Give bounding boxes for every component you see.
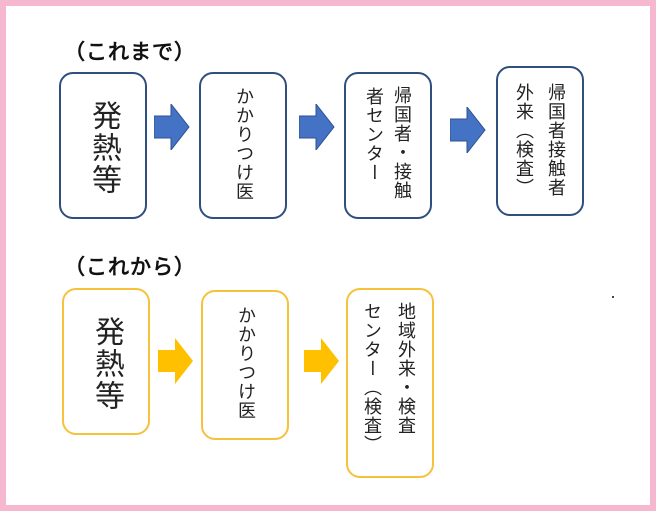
before-arrow-1 xyxy=(154,104,190,150)
after-box-doctor: かかりつけ医 xyxy=(201,290,289,440)
after-arrow-2 xyxy=(304,338,339,384)
before-box-doctor: かかりつけ医 xyxy=(199,72,287,219)
after-box-center-col2: センター（検査） xyxy=(361,302,382,454)
after-box-center-col1: 地域外来・検査 xyxy=(395,302,416,435)
before-box-clinic-col2: 外来（検査） xyxy=(513,83,534,197)
before-arrow-2 xyxy=(299,104,335,150)
before-heading: （これまで） xyxy=(64,40,196,64)
before-box-fever: 発熱等 xyxy=(59,72,147,219)
before-box-doctor-text: かかりつけ医 xyxy=(233,87,254,201)
before-box-center-col1: 帰国者・接触 xyxy=(391,86,412,200)
stray-dot xyxy=(612,296,614,298)
before-box-clinic: 帰国者接触者 外来（検査） xyxy=(496,66,584,216)
before-box-fever-text: 発熱等 xyxy=(86,100,121,196)
after-heading: （これから） xyxy=(64,255,196,279)
after-box-fever-text: 発熱等 xyxy=(89,316,124,412)
after-box-fever: 発熱等 xyxy=(62,288,150,435)
after-box-center: 地域外来・検査 センター（検査） xyxy=(346,288,434,478)
before-arrow-3 xyxy=(450,107,486,153)
before-box-center-col2: 者センター xyxy=(363,87,384,182)
before-box-clinic-col1: 帰国者接触者 xyxy=(545,83,566,197)
after-box-doctor-text: かかりつけ医 xyxy=(235,306,256,420)
after-arrow-1 xyxy=(158,338,193,384)
before-box-center: 帰国者・接触 者センター xyxy=(344,72,432,219)
